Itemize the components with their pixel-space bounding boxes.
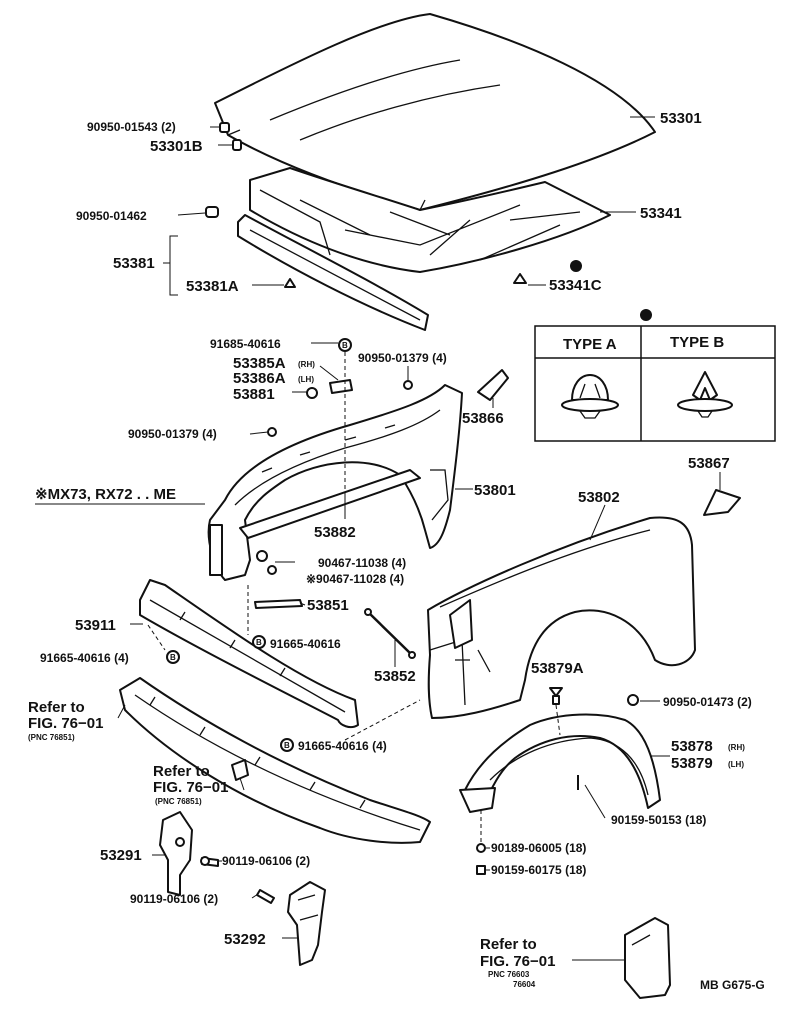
- ref2-line1: Refer to: [153, 763, 210, 780]
- model-note: ※MX73, RX72 . . ME: [35, 486, 176, 503]
- bracket-53292: [287, 881, 326, 966]
- label-53801: 53801: [474, 482, 516, 499]
- label-90950-01379-left: 90950-01379 (4): [128, 427, 217, 441]
- fender-brace: [239, 469, 421, 539]
- label-53852: 53852: [374, 668, 416, 685]
- liner-fastener-icons: [476, 687, 579, 875]
- bracket-53291: [159, 811, 193, 896]
- ref1-line2: FIG. 76−01: [28, 715, 103, 732]
- label-91665-40616-left: 91665-40616 (4): [40, 651, 129, 665]
- label-53802: 53802: [578, 489, 620, 506]
- mud-flap: [624, 917, 671, 999]
- label-53878-side: (RH): [728, 743, 745, 752]
- bracket-leaders: [152, 854, 298, 939]
- hood-cushion-icon: [205, 122, 582, 288]
- type-b-clip-icon: [677, 371, 733, 418]
- fender-dashed-guides: [147, 352, 421, 741]
- label-53381a: 53381A: [186, 278, 239, 295]
- label-53301: 53301: [660, 110, 702, 127]
- front-fender-panel: [427, 516, 696, 719]
- type-b-heading: TYPE B: [670, 334, 724, 351]
- label-90467-11028: ※90467-11028 (4): [306, 572, 404, 586]
- label-53879-side: (LH): [728, 760, 744, 769]
- label-90189-06005: 90189-06005 (18): [491, 841, 586, 855]
- ref3-line4: 76604: [513, 980, 536, 989]
- label-90950-01462: 90950-01462: [76, 209, 147, 223]
- label-90159-60175: 90159-60175 (18): [491, 863, 586, 877]
- bumper-leaders: [117, 704, 245, 791]
- marker-letter-c: B: [284, 741, 290, 750]
- marker-letter-a: B: [170, 653, 176, 662]
- label-53341: 53341: [640, 205, 682, 222]
- label-90950-01379-top: 90950-01379 (4): [358, 351, 447, 365]
- label-53911: 53911: [75, 617, 116, 634]
- bracket-bolts: [200, 856, 275, 904]
- label-53385a-side: (RH): [298, 360, 315, 369]
- front-fender-leaders: [589, 504, 660, 702]
- label-53341c: 53341C: [549, 277, 602, 294]
- ref1-line1: Refer to: [28, 699, 85, 716]
- ref3-line3: PNC 76603: [488, 970, 530, 979]
- label-53386a-side: (LH): [298, 375, 314, 384]
- label-91685-40616: 91685-40616: [210, 337, 281, 351]
- label-53867: 53867: [688, 455, 730, 472]
- marker-dot-icon: [640, 309, 652, 321]
- label-90950-01543: 90950-01543 (2): [87, 120, 176, 134]
- front-upper-panel: [139, 579, 359, 729]
- front-panel-bolt-icons: B B B: [166, 635, 294, 752]
- label-90119-06106-upper: 90119-06106 (2): [222, 854, 310, 868]
- label-53385a: 53385A: [233, 355, 286, 372]
- bolt-marker-letter: B: [342, 341, 348, 350]
- label-53291: 53291: [100, 847, 142, 864]
- figure-code: MB G675-G: [700, 978, 765, 992]
- ref3-line2: FIG. 76−01: [480, 953, 555, 970]
- hood-support-rod: [364, 608, 416, 667]
- label-53386a: 53386A: [233, 370, 286, 387]
- ref1-line3: (PNC 76851): [28, 733, 75, 742]
- fender-liner: [459, 713, 661, 813]
- label-53381: 53381: [113, 255, 155, 272]
- label-53878: 53878: [671, 738, 713, 755]
- label-53292: 53292: [224, 931, 266, 948]
- label-53301b: 53301B: [150, 138, 203, 155]
- label-53882: 53882: [314, 524, 356, 541]
- hood-inner-panel: [249, 167, 611, 273]
- fender-leaders: [35, 342, 721, 606]
- bolt-marker-icon: [338, 338, 352, 352]
- liner-leaders: [486, 755, 670, 871]
- label-53851: 53851: [307, 597, 349, 614]
- label-53879a: 53879A: [531, 660, 584, 677]
- fender-bolts: [254, 550, 303, 609]
- liner-dashed-guides: [480, 704, 561, 843]
- label-90159-50153: 90159-50153 (18): [611, 813, 706, 827]
- marker-letter-b: B: [256, 638, 262, 647]
- type-a-heading: TYPE A: [563, 336, 617, 353]
- front-bumper-reinforcement: [119, 677, 431, 844]
- label-53866: 53866: [462, 410, 504, 427]
- label-91665-40616-lower: 91665-40616 (4): [298, 739, 387, 753]
- label-53881: 53881: [233, 386, 275, 403]
- fender-small-parts: B: [267, 338, 741, 516]
- ref2-line2: FIG. 76−01: [153, 779, 228, 796]
- label-53879: 53879: [671, 755, 713, 772]
- type-a-clip-icon: [561, 374, 619, 419]
- label-90467-11038: 90467-11038 (4): [318, 556, 406, 570]
- ref3-line1: Refer to: [480, 936, 537, 953]
- hood-front-seal: [237, 214, 429, 331]
- clip-type-table: TYPE A TYPE B: [534, 309, 776, 442]
- label-91665-40616-right: 91665-40616: [270, 637, 341, 651]
- fender-clip-bolt-icon: [627, 694, 639, 706]
- ref2-line3: (PNC 76851): [155, 797, 202, 806]
- label-90119-06106-lower: 90119-06106 (2): [130, 892, 218, 906]
- hood-leaders: [163, 116, 655, 296]
- fender-apron: [207, 384, 463, 581]
- label-90950-01473: 90950-01473 (2): [663, 695, 752, 709]
